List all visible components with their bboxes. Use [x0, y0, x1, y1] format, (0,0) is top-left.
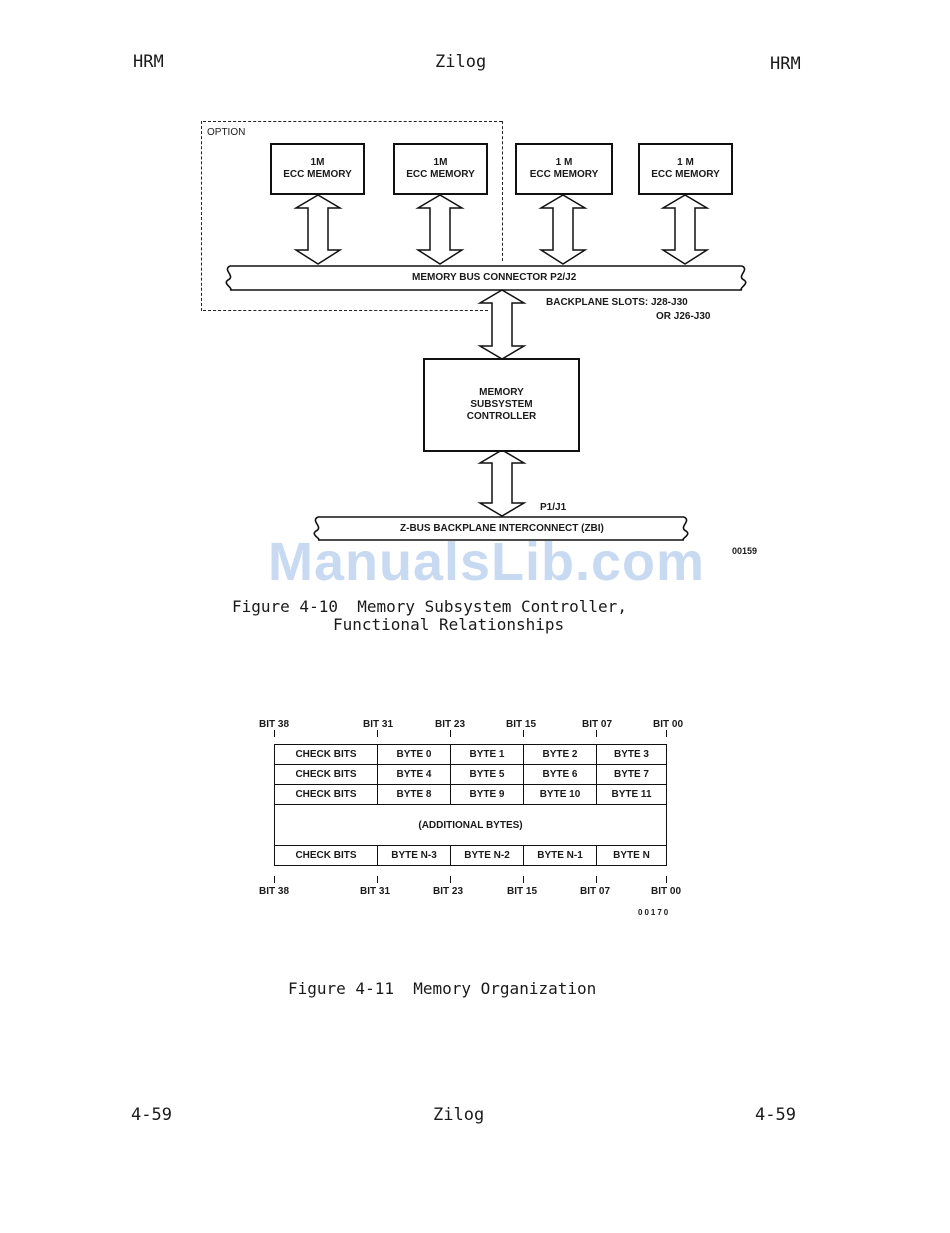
table-cell: BYTE 6: [523, 764, 597, 785]
memory-bus-outline: [225, 265, 747, 291]
bottom-bit-label: BIT 00: [651, 886, 682, 897]
figure-code-00159: 00159: [732, 546, 758, 556]
table-row: CHECK BITS BYTE N-3 BYTE N-2 BYTE N-1 BY…: [274, 845, 667, 866]
arrow-bus-controller: [477, 289, 527, 360]
footer-left: 4-59: [131, 1105, 172, 1125]
bottom-bit-label: BIT 07: [580, 886, 611, 897]
table-row: CHECK BITS BYTE 4 BYTE 5 BYTE 6 BYTE 7: [274, 764, 667, 785]
arrow-board-4: [660, 194, 710, 265]
zbus-label: Z-BUS BACKPLANE INTERCONNECT (ZBI): [400, 523, 604, 534]
option-border-bottom: [203, 310, 488, 311]
bit-tick: [596, 730, 597, 737]
header-center: Zilog: [435, 52, 487, 72]
bottom-bit-label: BIT 23: [433, 886, 464, 897]
figure-4-10-caption-line1: Figure 4-10 Memory Subsystem Controller,: [232, 597, 627, 616]
header-right: HRM: [770, 54, 801, 74]
table-row-additional: (ADDITIONAL BYTES): [274, 804, 667, 846]
zbus-outline: [313, 516, 689, 541]
table-cell: CHECK BITS: [274, 784, 378, 805]
bit-tick: [596, 876, 597, 883]
bit-tick: [666, 730, 667, 737]
footer-right: 4-59: [755, 1105, 796, 1125]
bottom-bit-label: BIT 15: [507, 886, 538, 897]
table-cell: BYTE 3: [596, 744, 667, 765]
option-label: OPTION: [207, 127, 246, 138]
table-cell: BYTE N-1: [523, 845, 597, 866]
arrow-board-2: [415, 194, 465, 265]
bit-tick: [450, 876, 451, 883]
additional-bytes-cell: (ADDITIONAL BYTES): [274, 804, 667, 846]
top-bit-label: BIT 23: [435, 719, 466, 730]
arrow-controller-zbus: [477, 449, 527, 517]
option-border-left: [201, 121, 202, 311]
bit-tick: [377, 876, 378, 883]
table-row: CHECK BITS BYTE 0 BYTE 1 BYTE 2 BYTE 3: [274, 744, 667, 765]
memory-subsystem-controller: MEMORY SUBSYSTEM CONTROLLER: [423, 358, 580, 452]
option-border-top: [203, 121, 502, 122]
table-cell: BYTE 10: [523, 784, 597, 805]
table-cell: BYTE 7: [596, 764, 667, 785]
table-cell: BYTE 5: [450, 764, 524, 785]
watermark: ManualsLib.com: [268, 532, 706, 592]
bottom-bit-label: BIT 38: [259, 886, 290, 897]
table-cell: BYTE 2: [523, 744, 597, 765]
table-cell: CHECK BITS: [274, 744, 378, 765]
p1j1-label: P1/J1: [540, 502, 567, 513]
bit-tick: [523, 876, 524, 883]
bit-tick: [274, 730, 275, 737]
figure-4-10-caption-line2: Functional Relationships: [333, 615, 565, 634]
top-bit-label: BIT 38: [259, 719, 290, 730]
table-row: CHECK BITS BYTE 8 BYTE 9 BYTE 10 BYTE 11: [274, 784, 667, 805]
bit-tick: [450, 730, 451, 737]
table-cell: BYTE 9: [450, 784, 524, 805]
backplane-slots-alt-label: OR J26-J30: [656, 311, 711, 322]
top-bit-label: BIT 31: [363, 719, 394, 730]
memory-organization-table: CHECK BITS BYTE 0 BYTE 1 BYTE 2 BYTE 3 C…: [274, 744, 667, 866]
footer-center: Zilog: [433, 1105, 485, 1125]
arrow-board-3: [538, 194, 588, 265]
top-bit-label: BIT 07: [582, 719, 613, 730]
table-cell: BYTE N-3: [377, 845, 451, 866]
backplane-slots-label: BACKPLANE SLOTS: J28-J30: [546, 297, 688, 308]
table-cell: BYTE 4: [377, 764, 451, 785]
bit-tick: [377, 730, 378, 737]
option-border-right: [502, 121, 503, 261]
header-left: HRM: [133, 52, 164, 72]
bit-tick: [274, 876, 275, 883]
bottom-bit-label: BIT 31: [360, 886, 391, 897]
table-cell: BYTE 0: [377, 744, 451, 765]
figure-code-00170: 00170: [638, 908, 671, 917]
memory-bus-label: MEMORY BUS CONNECTOR P2/J2: [412, 272, 577, 283]
top-bit-label: BIT 00: [653, 719, 684, 730]
figure-4-10-lines: [225, 194, 747, 541]
table-cell: CHECK BITS: [274, 764, 378, 785]
table-cell: BYTE N: [596, 845, 667, 866]
figure-4-11-caption: Figure 4-11 Memory Organization: [288, 979, 597, 998]
bit-tick: [666, 876, 667, 883]
bit-tick: [523, 730, 524, 737]
table-cell: CHECK BITS: [274, 845, 378, 866]
arrow-board-1: [293, 194, 343, 265]
table-cell: BYTE 8: [377, 784, 451, 805]
table-cell: BYTE 1: [450, 744, 524, 765]
top-bit-label: BIT 15: [506, 719, 537, 730]
table-cell: BYTE N-2: [450, 845, 524, 866]
table-cell: BYTE 11: [596, 784, 667, 805]
